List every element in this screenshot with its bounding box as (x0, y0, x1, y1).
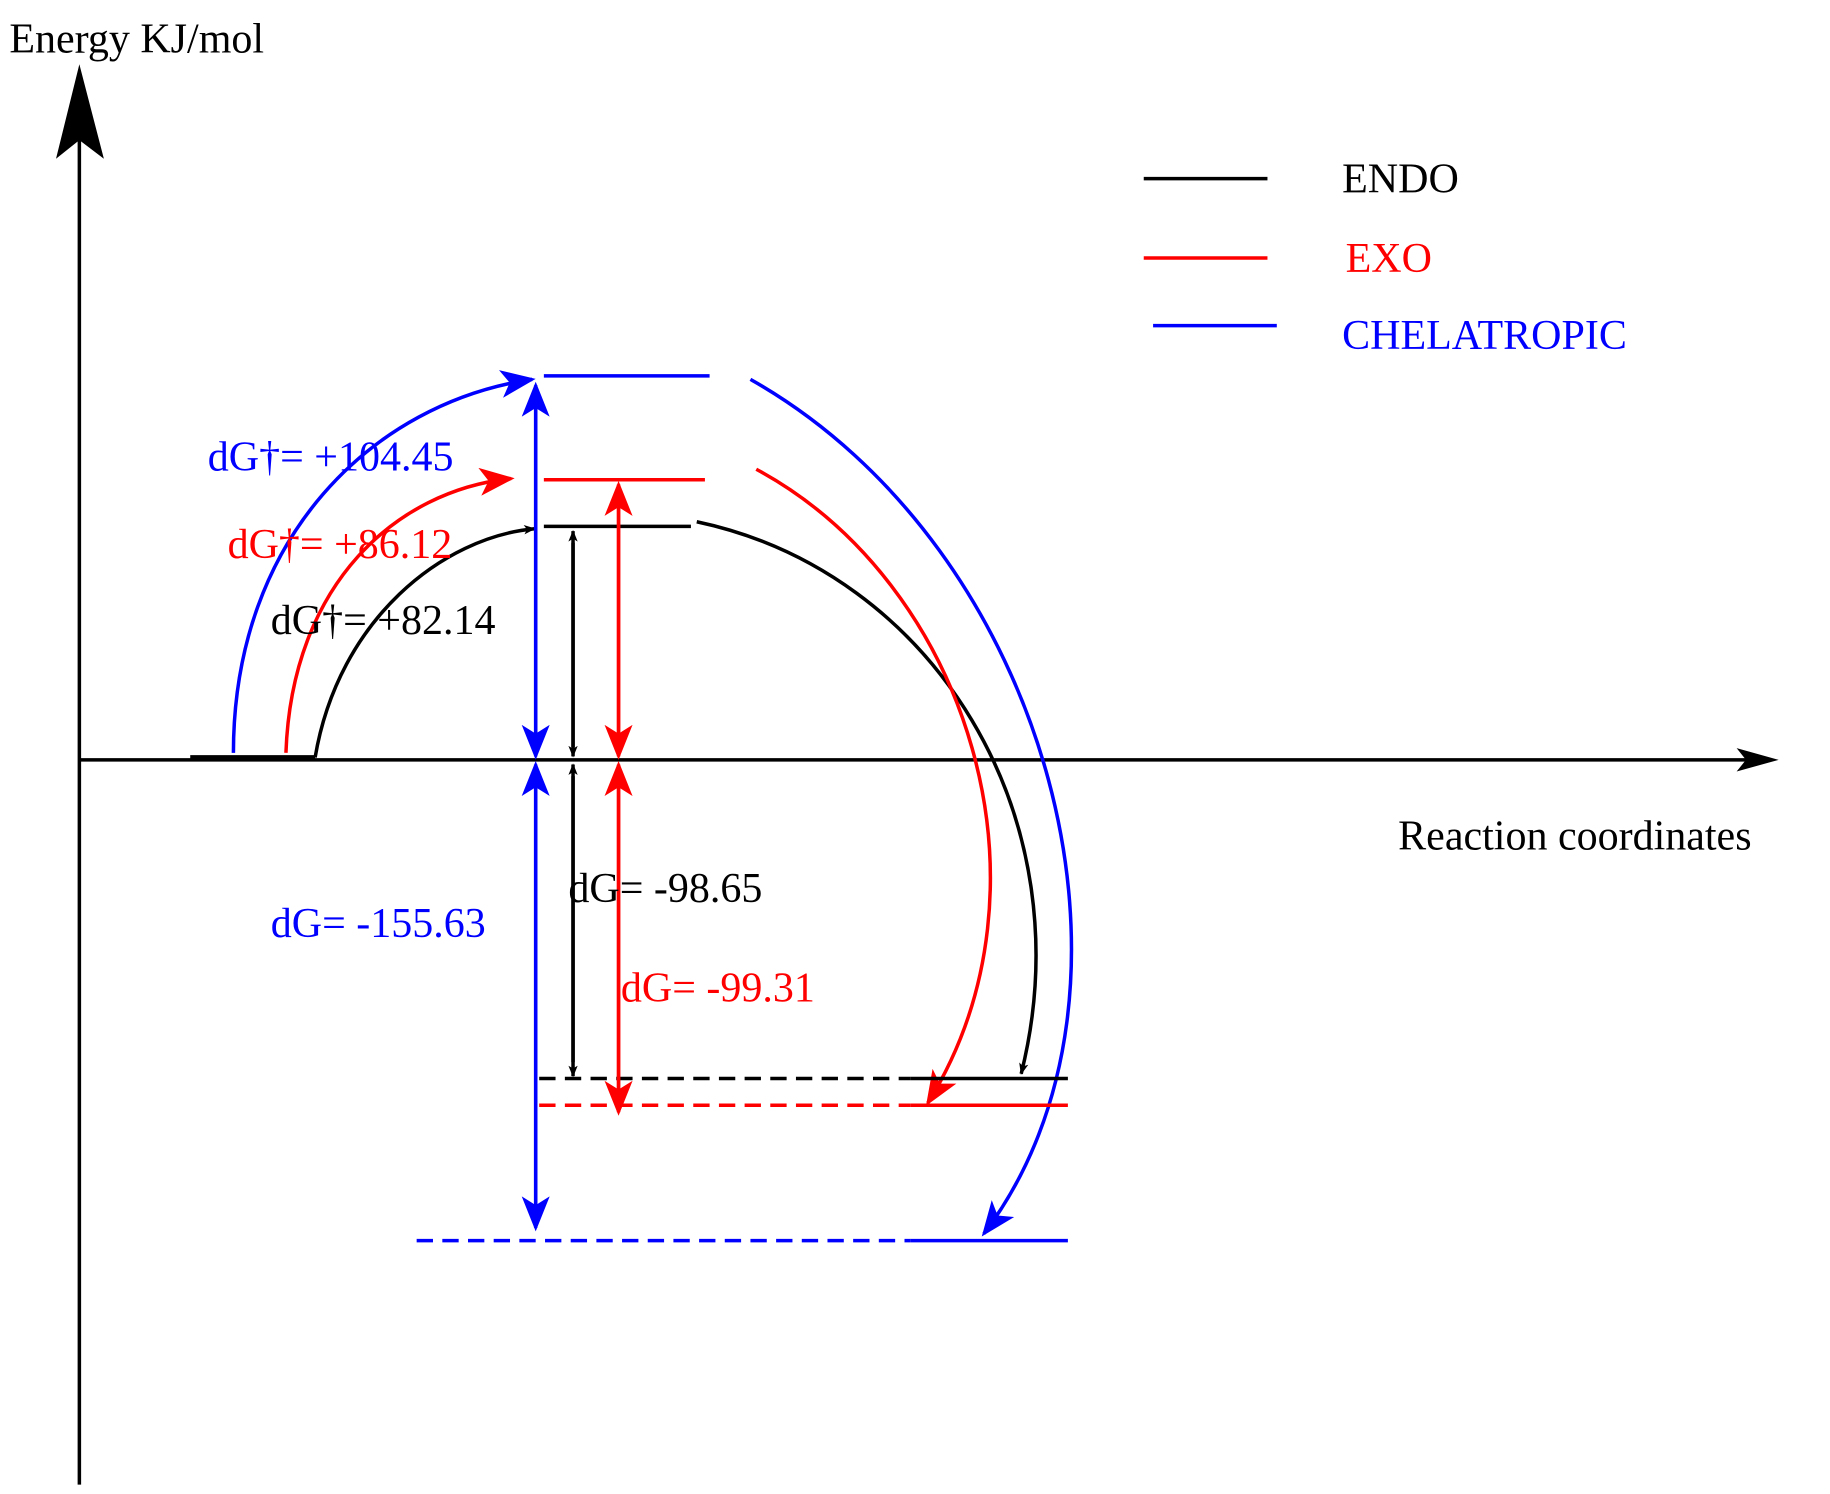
legend-label-endo: ENDO (1342, 157, 1459, 203)
endo-descending-curve (696, 520, 1038, 1075)
y-axis-arrow-icon (56, 64, 104, 159)
exo-reaction-label: dG= -99.31 (621, 965, 815, 1011)
chelatropic-activation-label: dG†= +104.45 (208, 434, 454, 480)
exo-descending-curve (755, 467, 993, 1106)
legend-label-chelatropic: CHELATROPIC (1342, 313, 1627, 359)
y-axis-label: Energy KJ/mol (9, 17, 264, 63)
chelatropic-reaction-label: dG= -155.63 (271, 901, 486, 947)
legend: ENDO EXO CHELATROPIC (1143, 157, 1627, 359)
x-axis-label: Reaction coordinates (1398, 814, 1751, 860)
endo-ascending-curve (313, 525, 536, 758)
x-axis-arrow-icon (1736, 748, 1779, 772)
chelatropic-descending-curve (749, 377, 1074, 1237)
exo-ascending-curve (284, 467, 515, 753)
legend-label-exo: EXO (1346, 236, 1432, 282)
chelatropic-ascending-curve (231, 370, 536, 753)
exo-activation-label: dG†= +86.12 (228, 522, 453, 568)
endo-activation-label: dG†= +82.14 (271, 598, 496, 644)
endo-reaction-label: dG= -98.65 (568, 866, 762, 912)
